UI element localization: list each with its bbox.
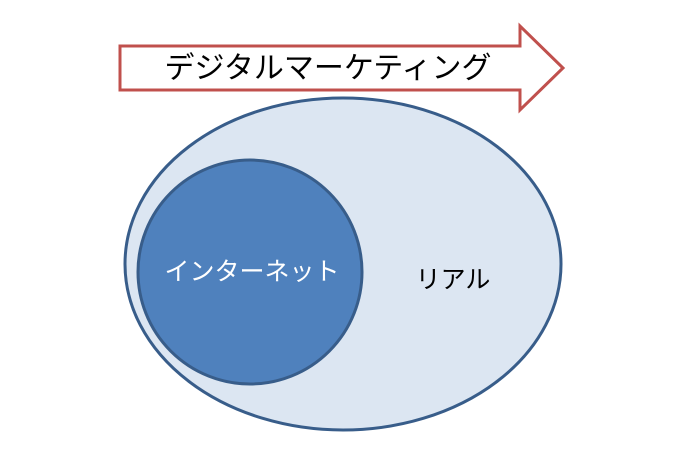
digital-marketing-arrow: デジタルマーケティング	[118, 22, 566, 114]
inner-ellipse	[136, 158, 364, 386]
internet-label: インターネット	[164, 257, 339, 286]
internet-set: インターネット	[136, 158, 364, 386]
arrow-label: デジタルマーケティング	[165, 51, 492, 86]
arrow-shape	[118, 22, 566, 114]
real-label: リアル	[416, 265, 491, 294]
